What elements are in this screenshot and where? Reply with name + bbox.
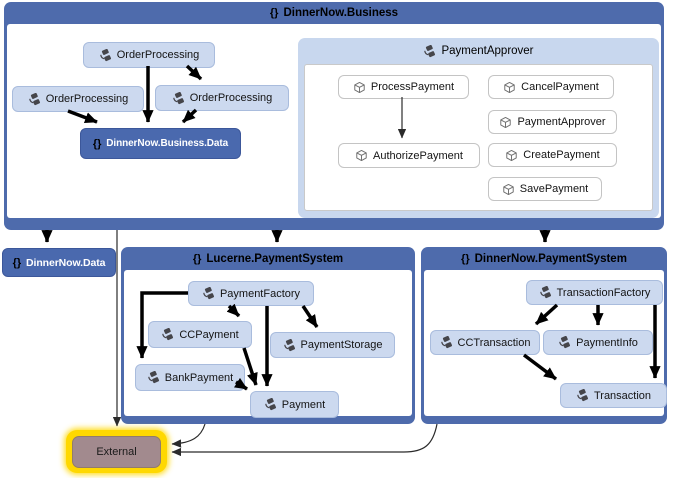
namespace-icon [539, 286, 552, 299]
node-external-selection-glow: External [66, 430, 167, 473]
edge-lucerne-to-external[interactable] [171, 423, 206, 448]
namespace-braces-icon: {} [92, 137, 102, 150]
node-label: PaymentApprover [517, 116, 606, 128]
node-savepayment[interactable]: SavePayment [488, 177, 602, 201]
node-transactionfactory[interactable]: TransactionFactory [526, 280, 663, 305]
node-label: PaymentStorage [300, 339, 383, 351]
group-title: PaymentApprover [441, 45, 534, 57]
node-label: Transaction [593, 389, 652, 402]
node-label: BankPayment [164, 371, 234, 384]
node-label: CreatePayment [523, 149, 600, 161]
node-createpayment[interactable]: CreatePayment [488, 143, 617, 167]
container-title: DinnerNow.Business [283, 7, 399, 19]
node-label: AuthorizePayment [373, 149, 463, 162]
node-cancelpayment[interactable]: CancelPayment [488, 75, 614, 99]
node-label: ProcessPayment [370, 81, 455, 93]
node-ccpayment[interactable]: CCPayment [148, 321, 252, 348]
node-dinnernow-data[interactable]: {} DinnerNow.Data [2, 248, 116, 277]
namespace-icon [162, 328, 175, 341]
class-cube-icon [500, 116, 512, 128]
namespace-icon [440, 336, 453, 349]
edge-dnps-to-external[interactable] [171, 423, 438, 457]
node-label: DinnerNow.Data [26, 256, 106, 269]
node-orderprocessing-right[interactable]: OrderProcessing [155, 85, 289, 111]
node-dinnernow-business-data[interactable]: {} DinnerNow.Business.Data [80, 128, 241, 159]
node-label: CancelPayment [521, 81, 599, 93]
namespace-icon [203, 287, 215, 300]
node-label: OrderProcessing [189, 92, 273, 104]
class-cube-icon [356, 149, 367, 162]
node-transaction[interactable]: Transaction [560, 383, 667, 408]
container-dinnernow-business-header[interactable]: {} DinnerNow.Business [4, 2, 664, 24]
namespace-icon [559, 336, 572, 349]
node-payment[interactable]: Payment [250, 391, 339, 418]
class-cube-icon [506, 149, 517, 161]
class-cube-icon [503, 183, 514, 195]
namespace-braces-icon: {} [12, 256, 22, 269]
node-authorizepayment[interactable]: AuthorizePayment [338, 143, 480, 168]
node-paymentstorage[interactable]: PaymentStorage [270, 332, 395, 358]
namespace-icon [28, 92, 41, 106]
node-paymentapprover[interactable]: PaymentApprover [488, 110, 617, 134]
node-orderprocessing-top[interactable]: OrderProcessing [83, 42, 215, 68]
container-title: Lucerne.PaymentSystem [206, 252, 344, 265]
node-label: OrderProcessing [45, 93, 129, 105]
container-dnps-header[interactable]: {} DinnerNow.PaymentSystem [421, 247, 667, 270]
node-orderprocessing-left[interactable]: OrderProcessing [12, 86, 144, 112]
node-label: DinnerNow.Business.Data [106, 138, 229, 149]
namespace-icon [147, 371, 160, 384]
group-payment-approver-header[interactable]: PaymentApprover [298, 38, 659, 64]
class-cube-icon [354, 81, 365, 93]
node-label: TransactionFactory [556, 286, 651, 299]
class-cube-icon [504, 81, 515, 93]
namespace-braces-icon: {} [461, 252, 470, 265]
node-label: CCPayment [179, 328, 239, 341]
node-external[interactable]: External [72, 435, 161, 468]
node-paymentinfo[interactable]: PaymentInfo [543, 330, 653, 355]
node-bankpayment[interactable]: BankPayment [135, 364, 245, 391]
namespace-icon [283, 338, 296, 352]
namespace-braces-icon: {} [269, 7, 279, 19]
container-title: DinnerNow.PaymentSystem [474, 252, 627, 265]
node-label: OrderProcessing [116, 49, 200, 61]
node-label: PaymentInfo [576, 336, 638, 349]
namespace-icon [172, 91, 185, 105]
node-label: CCTransaction [457, 336, 531, 349]
namespace-icon [577, 389, 589, 402]
node-paymentfactory[interactable]: PaymentFactory [188, 281, 314, 306]
node-label: PaymentFactory [219, 287, 301, 300]
container-lucerne-header[interactable]: {} Lucerne.PaymentSystem [121, 247, 415, 270]
node-label: Payment [281, 398, 326, 411]
node-label: External [96, 445, 137, 458]
namespace-icon [99, 48, 112, 62]
node-cctransaction[interactable]: CCTransaction [430, 330, 540, 355]
node-label: SavePayment [519, 183, 589, 195]
namespace-icon [424, 44, 437, 58]
namespace-icon [264, 398, 277, 411]
namespace-braces-icon: {} [192, 252, 202, 265]
node-processpayment[interactable]: ProcessPayment [338, 75, 469, 99]
